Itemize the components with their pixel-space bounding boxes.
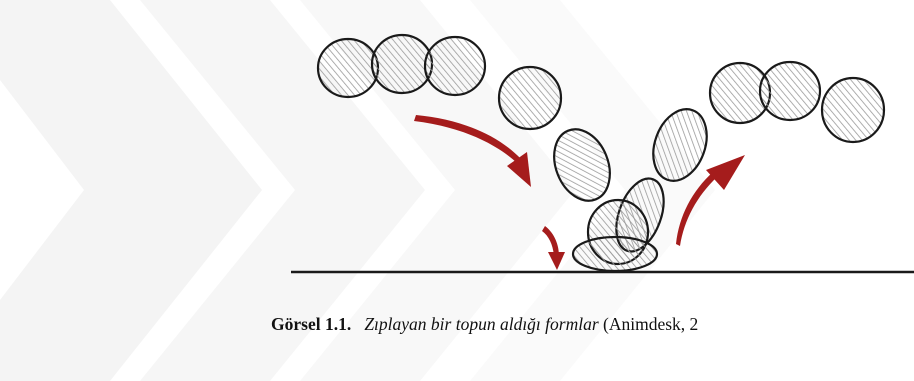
ball-icon bbox=[553, 128, 611, 202]
ball-sequence-descending bbox=[316, 33, 665, 273]
figure-title: Zıplayan bir topun aldığı formlar bbox=[364, 314, 599, 334]
ball-icon bbox=[652, 108, 708, 182]
figure-caption: Görsel 1.1. Zıplayan bir topun aldığı fo… bbox=[271, 313, 698, 335]
curved-arrow-icon bbox=[414, 115, 531, 187]
ball-icon bbox=[758, 60, 822, 122]
ball-icon bbox=[423, 35, 487, 97]
ball-icon bbox=[370, 33, 434, 95]
curved-arrow-icon bbox=[676, 155, 745, 246]
figure-source: (Animdesk, 2 bbox=[603, 314, 699, 334]
motion-arrows bbox=[414, 115, 745, 270]
ball-icon bbox=[571, 235, 659, 273]
ball-sequence-ascending bbox=[652, 60, 886, 182]
bouncing-ball-figure bbox=[291, 33, 914, 274]
ball-icon bbox=[820, 76, 886, 144]
ball-icon bbox=[316, 37, 380, 99]
ball-icon bbox=[497, 65, 563, 131]
curved-arrow-icon bbox=[542, 226, 565, 270]
figure-label: Görsel 1.1. bbox=[271, 314, 352, 334]
